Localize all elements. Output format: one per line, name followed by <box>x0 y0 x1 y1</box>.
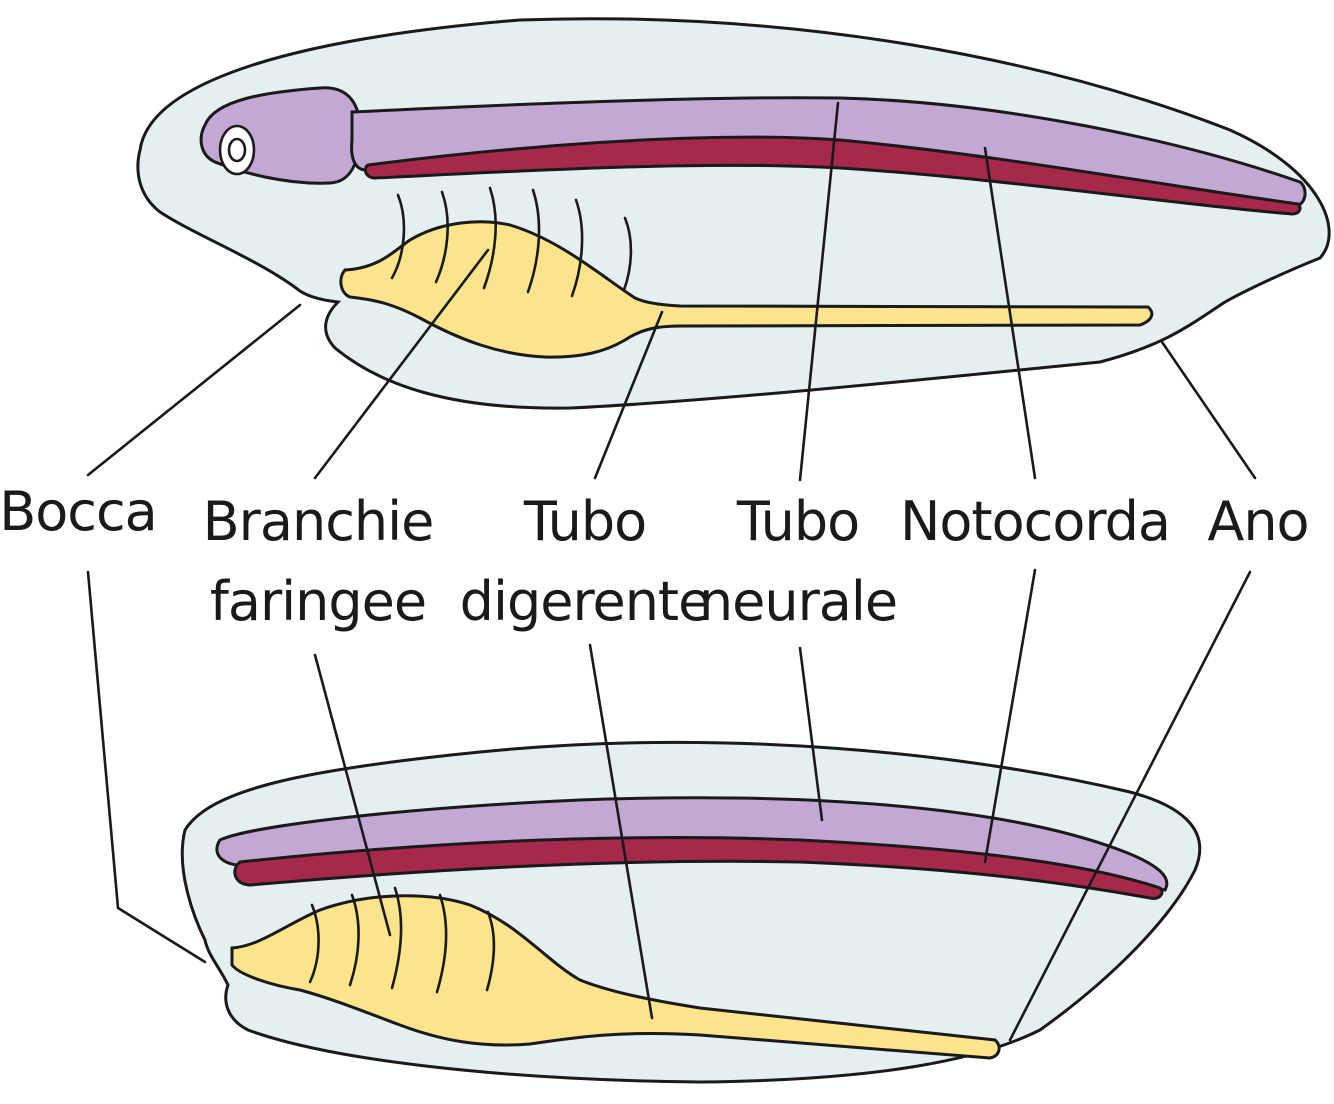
top-body-outline <box>138 19 1329 408</box>
leader-anus-top <box>1162 342 1255 478</box>
label-gills-line2: faringee <box>210 570 426 633</box>
label-gut-line2: digerente <box>460 570 711 633</box>
labels: Bocca Branchie faringee Tubo digerente T… <box>0 480 1309 633</box>
label-gut-line1: Tubo <box>523 490 646 553</box>
label-mouth: Bocca <box>0 480 157 543</box>
label-neural-line2: neurale <box>699 570 897 633</box>
label-neural-line1: Tubo <box>736 490 859 553</box>
leader-mouth-bottom <box>88 572 205 962</box>
eye-icon <box>220 126 254 174</box>
label-gills-line1: Branchie <box>203 490 434 553</box>
bottom-organism <box>182 742 1199 1082</box>
top-organism <box>138 19 1329 408</box>
label-anus: Ano <box>1207 490 1308 553</box>
label-notochord: Notocorda <box>900 490 1170 553</box>
leader-mouth-top <box>88 305 300 475</box>
